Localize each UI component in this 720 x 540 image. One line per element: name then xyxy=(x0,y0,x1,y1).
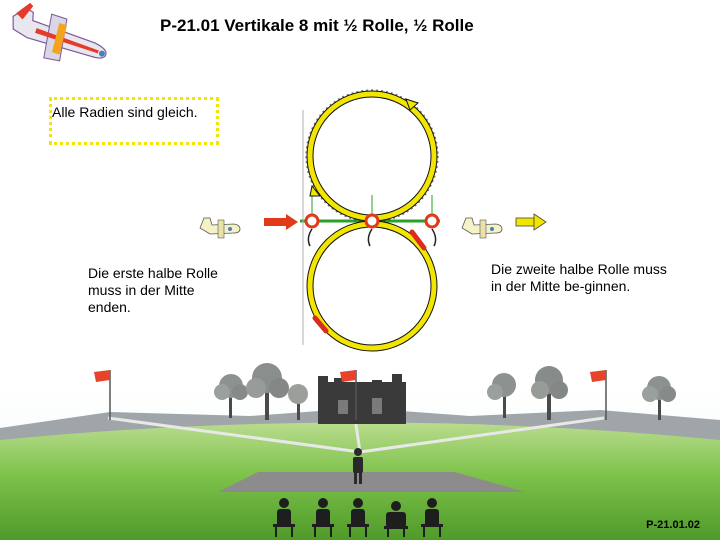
direction-arrow-icon xyxy=(264,214,298,230)
tree-icon xyxy=(642,376,676,420)
roll-segment xyxy=(312,315,329,334)
judge-icon xyxy=(312,498,334,537)
figure-code: P-21.01.02 xyxy=(646,519,700,531)
tree-icon xyxy=(531,366,568,420)
direction-arrow-icon xyxy=(515,213,547,231)
judge-icon xyxy=(384,501,408,537)
path-arrow-icon xyxy=(405,98,419,111)
tree-icon xyxy=(246,363,289,420)
tree-icon xyxy=(288,384,308,420)
page-title: P-21.01 Vertikale 8 mit ½ Rolle, ½ Rolle xyxy=(160,16,474,35)
runway xyxy=(218,472,525,492)
tree-icon xyxy=(487,373,516,418)
flag-icon xyxy=(590,370,607,420)
flag-icon xyxy=(340,370,357,420)
radii-note: Alle Radien sind gleich. xyxy=(49,97,219,145)
castle-icon xyxy=(318,374,406,424)
figure-markers xyxy=(304,213,440,229)
aircraft-logo-icon xyxy=(12,2,107,62)
tree-icon xyxy=(214,374,248,418)
path-arrow-icon xyxy=(309,184,322,197)
first-half-roll-note: Die erste halbe Rolle muss in der Mitte … xyxy=(88,265,218,315)
judge-icon xyxy=(347,498,369,537)
second-half-roll-note: Die zweite halbe Rolle muss in der Mitte… xyxy=(491,261,667,294)
judges-row xyxy=(273,498,443,537)
aircraft-icon xyxy=(199,217,241,239)
pilot-icon xyxy=(353,448,363,484)
curved-arrows xyxy=(307,228,437,247)
flag-icon xyxy=(94,370,111,420)
judge-icon xyxy=(273,498,295,537)
judge-icon xyxy=(421,498,443,537)
roll-segment xyxy=(409,229,427,251)
aircraft-icon xyxy=(461,217,503,239)
